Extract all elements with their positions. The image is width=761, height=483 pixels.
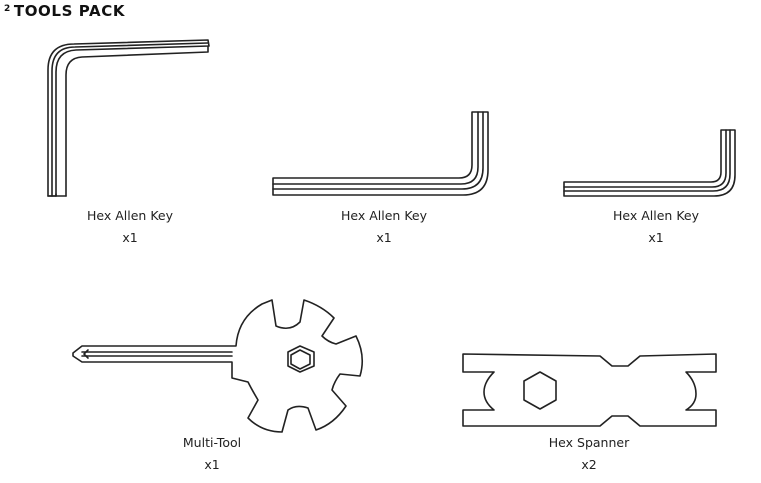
tool-label-multi-tool: Multi-Tool x1 [122,435,302,472]
hex-allen-key-large-icon [47,39,210,197]
tool-quantity: x1 [204,457,220,472]
tool-name: Hex Allen Key [613,208,699,223]
tool-label-allen-key-large: Hex Allen Key x1 [40,208,220,245]
hex-spanner-icon [462,353,717,427]
tool-quantity: x1 [648,230,664,245]
tool-name: Hex Spanner [548,435,630,450]
hex-allen-key-medium-icon [272,111,489,196]
tool-name: Multi-Tool [182,435,242,450]
tool-label-allen-key-medium: Hex Allen Key x1 [294,208,474,245]
tool-label-hex-spanner: Hex Spanner x2 [499,435,679,472]
hex-allen-key-small-icon [563,129,736,197]
tool-label-allen-key-small: Hex Allen Key x1 [566,208,746,245]
multi-tool-icon [72,299,364,433]
tool-quantity: x1 [122,230,138,245]
section-title: TOOLS PACK [13,2,126,20]
section-number: 2 [4,4,11,14]
tool-quantity: x2 [581,457,597,472]
tool-quantity: x1 [376,230,392,245]
tool-name: Hex Allen Key [341,208,427,223]
tool-name: Hex Allen Key [87,208,173,223]
